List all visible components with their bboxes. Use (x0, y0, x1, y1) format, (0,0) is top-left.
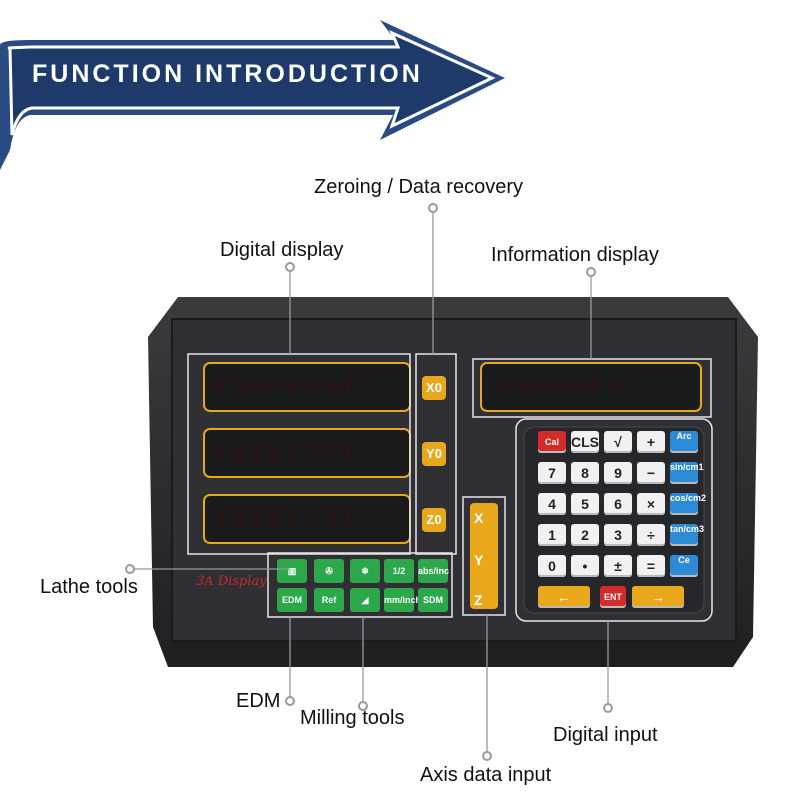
arc-tool-icon[interactable]: ◢ (350, 588, 380, 612)
keypad-key-2-4[interactable]: cos/cm2 (670, 493, 706, 515)
keypad-key-3-2[interactable]: 3 (604, 524, 632, 546)
digital-display-label: Digital display (220, 239, 344, 261)
keypad-key-0-2[interactable]: √ (604, 431, 632, 453)
lathe-tool-icon[interactable]: ▥ (277, 559, 307, 583)
keypad-key-5-2[interactable]: → (632, 586, 684, 608)
keypad-key-1-1[interactable]: 8 (571, 462, 599, 484)
keypad-key-4-3[interactable]: = (637, 555, 665, 577)
banner-arrow (0, 20, 505, 170)
keypad-key-1-2[interactable]: 9 (604, 462, 632, 484)
milling-tool-icon[interactable]: ✇ (314, 559, 344, 583)
keypad-key-3-4[interactable]: tan/cm3 (670, 524, 704, 546)
keypad-key-2-3[interactable]: × (637, 493, 665, 515)
keypad-key-1-4[interactable]: sin/cm1 (670, 462, 704, 484)
ref-button[interactable]: Ref (314, 588, 344, 612)
mm-inch-button[interactable]: mm/inch (384, 588, 421, 612)
keypad-key-1-0[interactable]: 7 (538, 462, 566, 484)
keypad-key-3-0[interactable]: 1 (538, 524, 566, 546)
snowflake-icon[interactable]: ❄ (350, 559, 380, 583)
z-zero-button[interactable]: Z0 (422, 508, 446, 532)
zeroing-label: Zeroing / Data recovery (314, 176, 523, 198)
half-button[interactable]: 1/2 (384, 559, 414, 583)
axis-data-input-label: Axis data input (420, 764, 552, 786)
keypad-key-5-1[interactable]: ENT (600, 586, 626, 608)
keypad-key-5-0[interactable]: ← (538, 586, 590, 608)
axis-select-y[interactable]: Y (474, 552, 484, 568)
keypad-key-3-1[interactable]: 2 (571, 524, 599, 546)
z-axis-readout: 88888888 (212, 504, 360, 532)
milling-tools-label: Milling tools (300, 707, 405, 729)
dro-device (148, 297, 758, 667)
y-axis-readout: 88888888 (212, 438, 360, 466)
brand-label: 3A Display (196, 574, 267, 589)
keypad-key-0-3[interactable]: + (637, 431, 665, 453)
keypad-key-3-3[interactable]: ÷ (637, 524, 665, 546)
edm-button[interactable]: EDM (277, 588, 307, 612)
keypad-key-0-4[interactable]: Arc (670, 431, 698, 453)
banner-title: FUNCTION INTRODUCTION (32, 60, 423, 88)
keypad-key-4-0[interactable]: 0 (538, 555, 566, 577)
sdm-button[interactable]: SDM (418, 588, 448, 612)
x-zero-button[interactable]: X0 (422, 376, 446, 400)
keypad-key-0-0[interactable]: Cal (538, 431, 566, 453)
digital-input-label: Digital input (553, 724, 658, 746)
information-display-label: Information display (491, 244, 659, 266)
edm-label: EDM (236, 690, 281, 712)
keypad-key-4-4[interactable]: Ce (670, 555, 698, 577)
keypad-key-0-1[interactable]: CLS (571, 431, 599, 453)
keypad-key-2-2[interactable]: 6 (604, 493, 632, 515)
keypad-key-4-1[interactable]: • (571, 555, 599, 577)
keypad-key-2-0[interactable]: 4 (538, 493, 566, 515)
info-readout: 8888888 (496, 372, 626, 400)
axis-select-x[interactable]: X (474, 510, 484, 526)
lathe-tools-label: Lathe tools (40, 576, 138, 598)
x-axis-readout: 88888888 (212, 372, 360, 400)
keypad-key-1-3[interactable]: − (637, 462, 665, 484)
keypad-key-4-2[interactable]: ± (604, 555, 632, 577)
abs-inc-button[interactable]: abs/inc (418, 559, 449, 583)
axis-select-z[interactable]: Z (474, 592, 483, 608)
y-zero-button[interactable]: Y0 (422, 442, 446, 466)
keypad-key-2-1[interactable]: 5 (571, 493, 599, 515)
